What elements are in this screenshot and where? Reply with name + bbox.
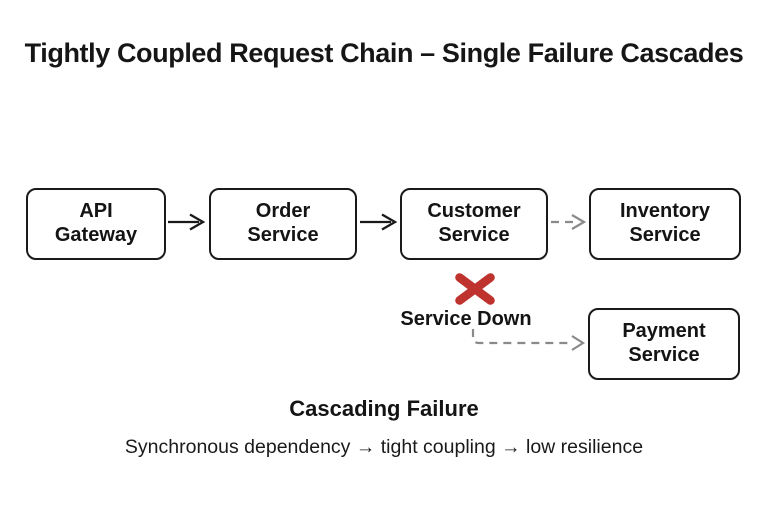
caption-heading: Cascading Failure bbox=[289, 396, 479, 421]
node-customer-service: Customer Service bbox=[400, 188, 548, 260]
service-down-label: Service Down bbox=[400, 308, 532, 330]
caption-subtext: Synchronous dependency → tight coupling … bbox=[124, 436, 644, 458]
node-label-line: Inventory bbox=[619, 200, 711, 223]
node-label-line: Payment bbox=[622, 320, 706, 343]
diagram-title: Tightly Coupled Request Chain – Single F… bbox=[24, 38, 744, 68]
arrow-customer-to-inventory-dashed bbox=[551, 214, 587, 230]
node-label-line: Service bbox=[629, 224, 701, 246]
x-mark-icon bbox=[455, 273, 495, 305]
arrow-gateway-to-order bbox=[168, 213, 206, 231]
node-label-line: Customer bbox=[427, 200, 521, 223]
node-label-line: Order bbox=[255, 200, 311, 223]
node-label-line: Service bbox=[247, 224, 319, 246]
node-label-line: Service bbox=[628, 344, 700, 366]
arrow-order-to-customer bbox=[360, 213, 398, 231]
node-payment-service: Payment Service bbox=[588, 308, 740, 380]
node-label-line: Service bbox=[438, 224, 510, 246]
node-inventory-service: Inventory Service bbox=[589, 188, 741, 260]
node-label-line: API bbox=[79, 200, 113, 223]
arrow-failure-to-payment-dashed bbox=[471, 329, 586, 351]
node-label-line: Gateway bbox=[54, 224, 138, 246]
node-order-service: Order Service bbox=[209, 188, 357, 260]
node-api-gateway: API Gateway bbox=[26, 188, 166, 260]
